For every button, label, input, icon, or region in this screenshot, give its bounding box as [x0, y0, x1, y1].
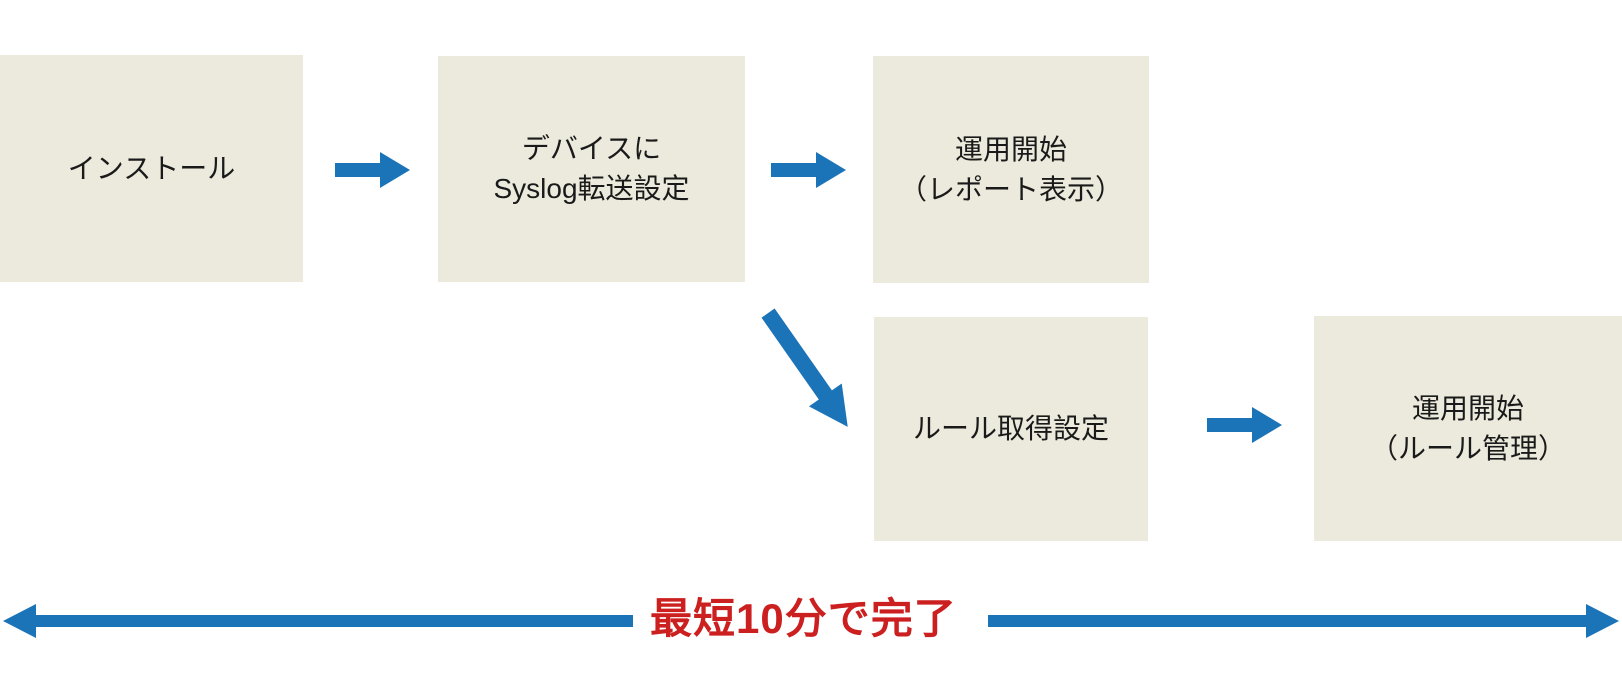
arrow-syslog-to-rule-acquisition-icon [752, 302, 864, 439]
step-operation-start-rule-label-line1: 運用開始 [1411, 392, 1524, 424]
timeline-double-arrow-icon [0, 598, 1622, 644]
arrow-rule-acquisition-to-operation-rule-icon [1207, 407, 1282, 443]
step-operation-start-rule-box: 運用開始 （ルール管理） [1314, 316, 1622, 541]
step-operation-start-rule-label-line2: （ルール管理） [1369, 432, 1566, 464]
timeline-label: 最短10分で完了 [650, 595, 957, 642]
step-syslog-forwarding-label-line2: Syslog転送設定 [493, 173, 690, 204]
step-operation-start-report-label-line1: 運用開始 [954, 133, 1067, 165]
step-rule-acquisition-box: ルール取得設定 [874, 317, 1148, 541]
step-install-label: インストール [67, 152, 236, 184]
arrow-syslog-to-operation-report-icon [771, 152, 846, 188]
step-rule-acquisition-label: ルール取得設定 [912, 413, 1109, 444]
step-operation-start-report-box: 運用開始 （レポート表示） [873, 56, 1149, 283]
step-syslog-forwarding-box: デバイスに Syslog転送設定 [438, 56, 745, 282]
step-syslog-forwarding-label-line1: デバイスに [521, 133, 662, 164]
arrow-install-to-syslog-icon [335, 152, 410, 188]
step-install-box: インストール [0, 55, 303, 282]
step-operation-start-report-label-line2: （レポート表示） [898, 173, 1123, 205]
